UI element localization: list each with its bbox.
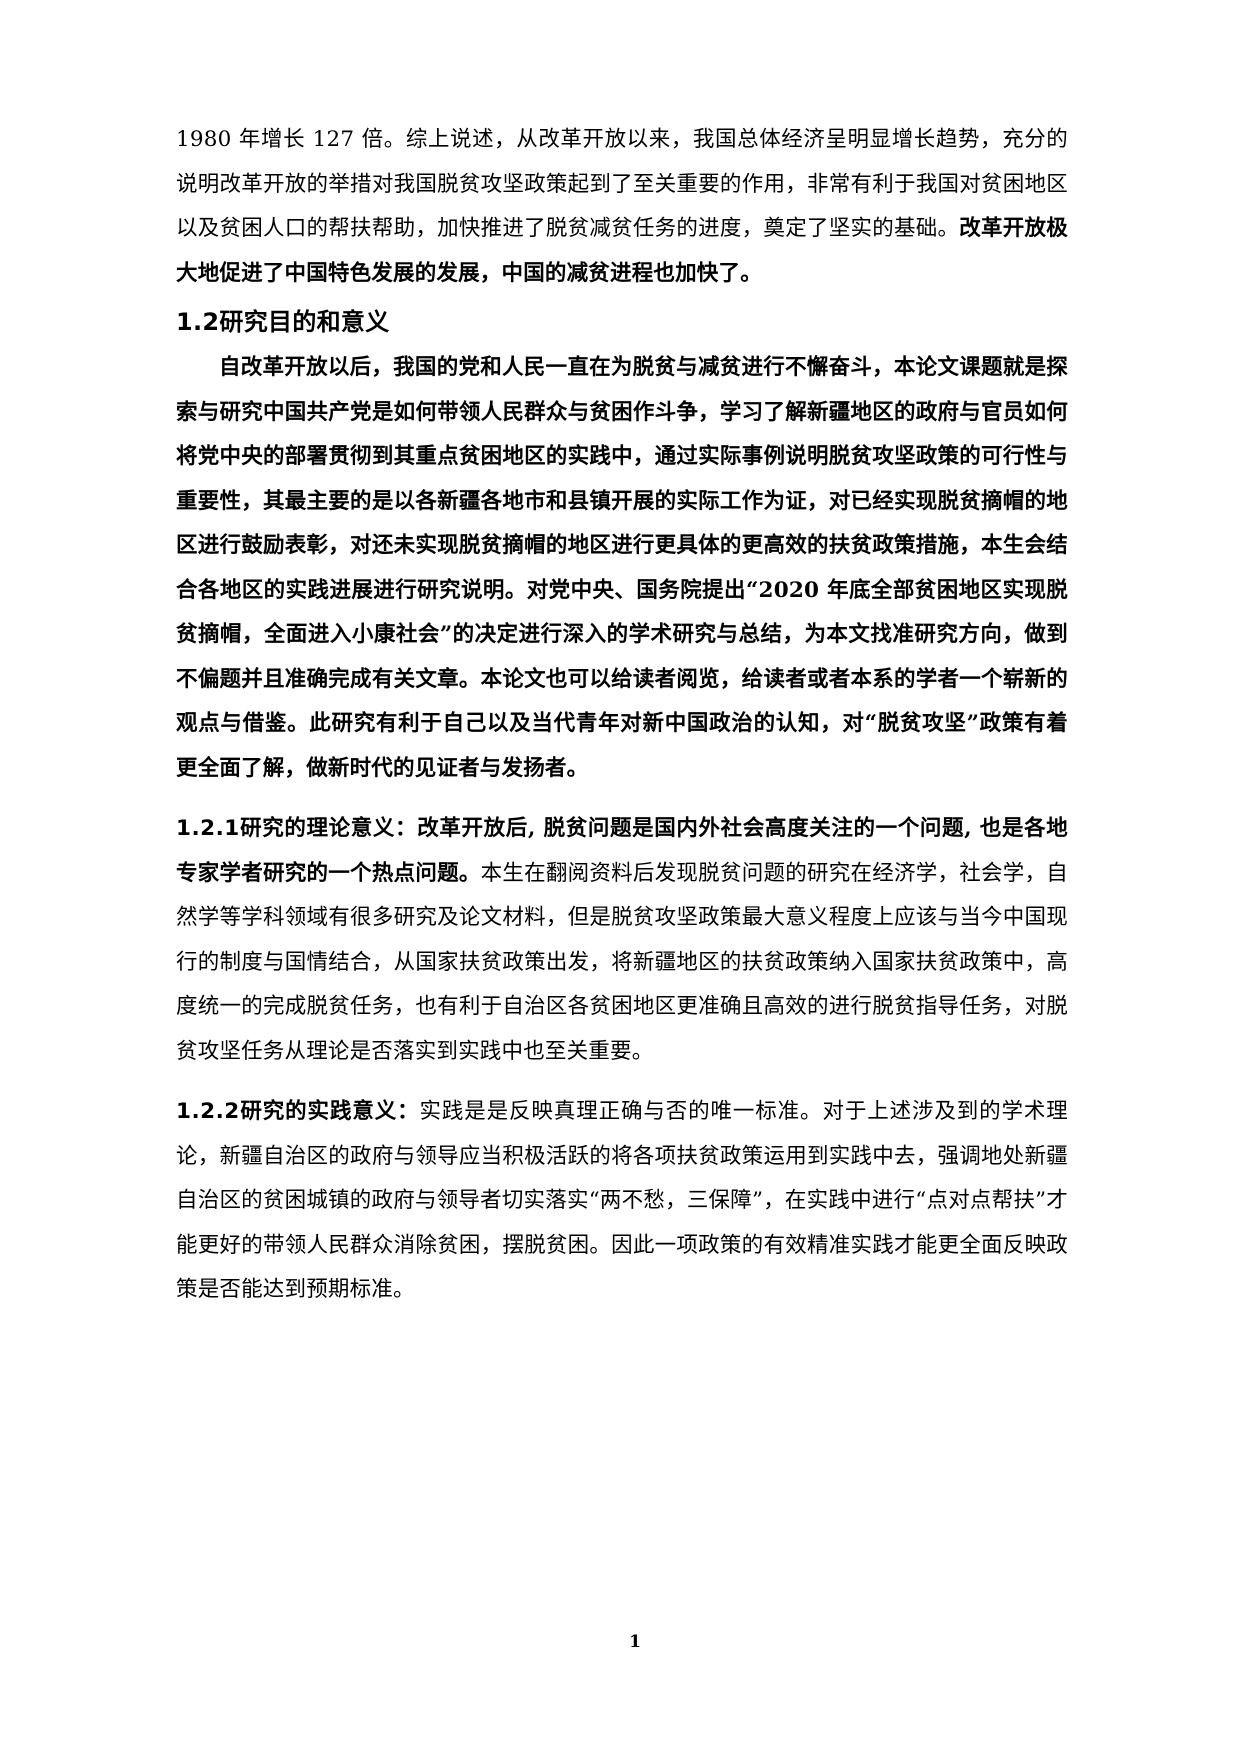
subsection-title-1-2-1: 研究的理论意义：	[239, 816, 418, 841]
spacer-before-1-2-1	[176, 791, 1068, 807]
spacer-before-1-2-2	[176, 1074, 1068, 1090]
paragraph-intro: 1980 年增长 127 倍。综上说述，从改革开放以来，我国总体经济呈明显增长趋…	[176, 118, 1068, 296]
intro-bold-run: 改革开放极大地促进了中国特色发展的发展，中国的减贫进程也加快了。	[176, 216, 1068, 286]
subsection-number-1-2-1: 1.2.1	[176, 816, 240, 841]
subsection-1-2-2-regular-run: 实践是是反映真理正确与否的唯一标准。对于上述涉及到的学术理论，新疆自治区的政府与…	[176, 1099, 1068, 1302]
heading-1-2: 1.2研究目的和意义	[176, 308, 390, 336]
paragraph-1-2-2: 1.2.2研究的实践意义：实践是是反映真理正确与否的唯一标准。对于上述涉及到的学…	[176, 1090, 1068, 1313]
page-number: 1	[629, 1632, 641, 1652]
intro-regular-run: 1980 年增长 127 倍。综上说述，从改革开放以来，我国总体经济呈明显增长趋…	[176, 127, 1068, 241]
page-content: 1980 年增长 127 倍。综上说述，从改革开放以来，我国总体经济呈明显增长趋…	[176, 118, 1068, 1313]
subsection-number-1-2-2: 1.2.2	[176, 1099, 240, 1124]
subsection-1-2-1-regular-run: 本生在翻阅资料后发现脱贫问题的研究在经济学，社会学，自然学等学科领域有很多研究及…	[176, 860, 1068, 1064]
paragraph-1-2-body: 自改革开放以后，我国的党和人民一直在为脱贫与减贫进行不懈奋斗，本论文课题就是探索…	[176, 355, 1068, 781]
paragraph-1-2-1: 1.2.1研究的理论意义：改革开放后, 脱贫问题是国内外社会高度关注的一个问题,…	[176, 807, 1068, 1074]
subsection-title-1-2-2: 研究的实践意义：	[239, 1099, 420, 1124]
subsection-1-2-1-bold-run: 改革开放后, 脱贫问题是国内外社会高度关注的一个问题, 也是各地专家学者研究的一…	[176, 816, 1068, 886]
